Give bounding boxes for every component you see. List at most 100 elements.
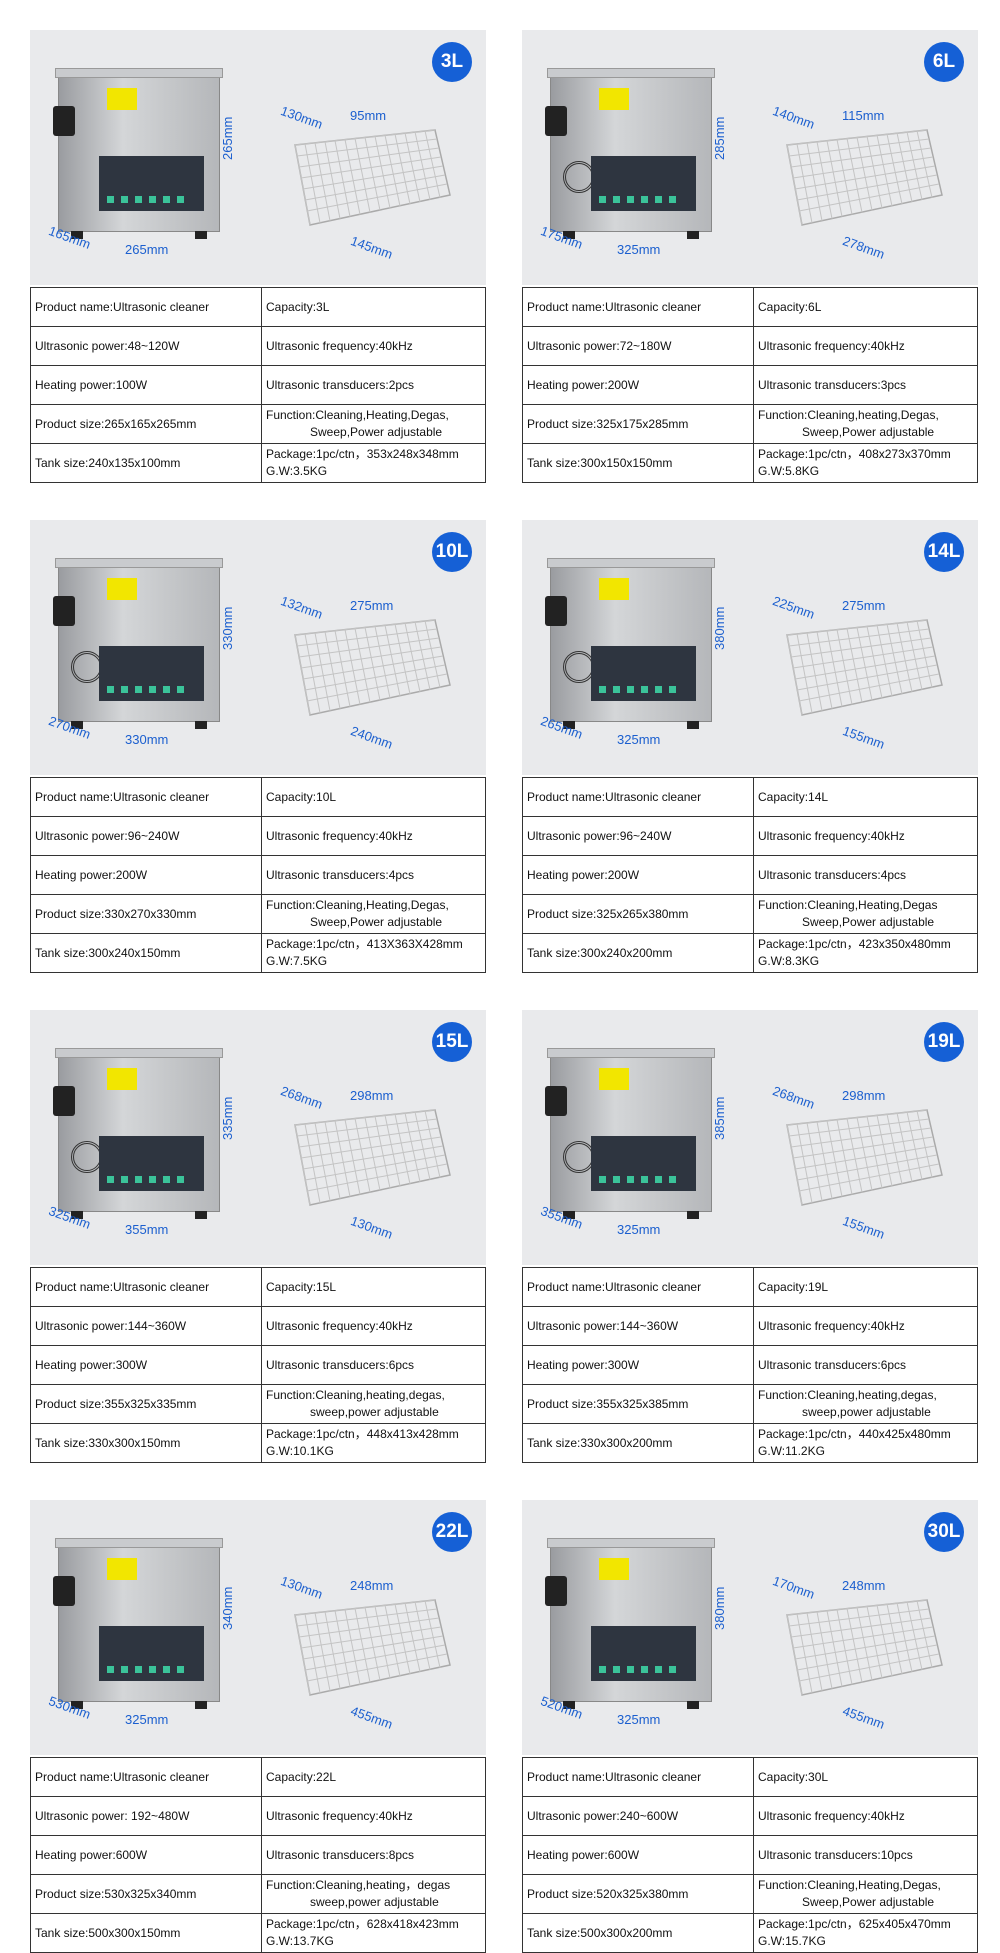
spec-cell: Capacity:6L xyxy=(753,287,978,327)
spec-value: Capacity:22L xyxy=(266,1769,337,1784)
spec-cell: Product size:355x325x385mm xyxy=(522,1384,754,1424)
spec-value-continued: G.W:13.7KG xyxy=(266,1934,334,1948)
spec-cell: Capacity:3L xyxy=(261,287,486,327)
basket-image xyxy=(285,125,455,240)
spec-cell: Capacity:14L xyxy=(753,777,978,817)
spec-value: Package:1pc/ctn，440x425x480mm xyxy=(758,1427,951,1441)
spec-value: Function:Cleaning,Heating,Degas xyxy=(758,898,938,912)
capacity-badge: 10L xyxy=(432,532,472,572)
spec-cell: Product size:330x270x330mm xyxy=(30,894,262,934)
spec-cell: Ultrasonic transducers:4pcs xyxy=(261,855,486,895)
handle xyxy=(53,1086,75,1116)
spec-value: Ultrasonic frequency:40kHz xyxy=(758,1318,905,1333)
dimension-label: 265mm xyxy=(220,116,235,160)
spec-cell: Ultrasonic frequency:40kHz xyxy=(753,1306,978,1346)
capacity-badge: 3L xyxy=(432,42,472,82)
spec-value: Ultrasonic frequency:40kHz xyxy=(266,828,413,843)
warning-label xyxy=(599,88,629,110)
spec-cell: Capacity:15L xyxy=(261,1267,486,1307)
spec-cell: Product size:265x165x265mm xyxy=(30,404,262,444)
spec-value: Function:Cleaning,heating,Degas, xyxy=(758,408,939,422)
handle xyxy=(545,1576,567,1606)
capacity-badge: 6L xyxy=(924,42,964,82)
spec-cell: Heating power:300W xyxy=(522,1345,754,1385)
spec-cell: Product name:Ultrasonic cleaner xyxy=(30,1757,262,1797)
spec-value: Ultrasonic transducers:2pcs xyxy=(266,377,415,392)
spec-cell: Ultrasonic power:144~360W xyxy=(522,1306,754,1346)
spec-value: Ultrasonic transducers:8pcs xyxy=(266,1847,415,1862)
spec-value: Capacity:30L xyxy=(758,1769,829,1784)
spec-value-continued: G.W:15.7KG xyxy=(758,1934,826,1948)
spec-value: Function:Cleaning,Heating,Degas, xyxy=(758,1878,941,1892)
spec-cell: Product size:325x175x285mm xyxy=(522,404,754,444)
warning-label xyxy=(107,1068,137,1090)
spec-cell: Product size:355x325x335mm xyxy=(30,1384,262,1424)
basket-image xyxy=(285,1595,455,1710)
ultrasonic-cleaner-image xyxy=(545,558,715,729)
dimension-label: 325mm xyxy=(617,1222,661,1237)
spec-value-continued: sweep,power adjustable xyxy=(310,1895,439,1909)
spec-value-continued: sweep,power adjustable xyxy=(310,1405,439,1419)
spec-value: Function:Cleaning,heating，degas xyxy=(266,1878,451,1892)
spec-cell: Ultrasonic power:48~120W xyxy=(30,326,262,366)
spec-cell: Tank size:500x300x150mm xyxy=(30,1913,262,1953)
ultrasonic-cleaner-image xyxy=(545,1048,715,1219)
spec-value: Ultrasonic frequency:40kHz xyxy=(758,1808,905,1823)
spec-cell: Ultrasonic transducers:4pcs xyxy=(753,855,978,895)
warning-label xyxy=(599,1068,629,1090)
spec-value: Function:Cleaning,heating,degas, xyxy=(266,1388,445,1402)
spec-row: Product size:355x325x335mm Function:Clean… xyxy=(30,1384,486,1424)
spec-cell: Heating power:200W xyxy=(522,855,754,895)
control-panel xyxy=(591,156,696,211)
spec-value: Function:Cleaning,heating,degas, xyxy=(758,1388,937,1402)
spec-value: Package:1pc/ctn，353x248x348mm xyxy=(266,447,459,461)
warning-label xyxy=(599,578,629,600)
spec-value-continued: Sweep,Power adjustable xyxy=(802,1895,935,1909)
dimension-label: 325mm xyxy=(617,242,661,257)
spec-cell: Tank size:330x300x200mm xyxy=(522,1423,754,1463)
spec-value: Capacity:14L xyxy=(758,789,829,804)
dimension-label: 298mm xyxy=(842,1088,886,1103)
spec-value: Capacity:19L xyxy=(758,1279,829,1294)
spec-cell: Ultrasonic frequency:40kHz xyxy=(261,1796,486,1836)
spec-cell: Heating power:600W xyxy=(522,1835,754,1875)
spec-value-continued: Sweep,Power adjustable xyxy=(310,425,443,439)
spec-value: Ultrasonic frequency:40kHz xyxy=(266,1318,413,1333)
spec-cell: Product size:325x265x380mm xyxy=(522,894,754,934)
handle xyxy=(53,596,75,626)
ultrasonic-cleaner-image xyxy=(545,68,715,239)
dimension-label: 385mm xyxy=(712,1096,727,1140)
spec-cell: Function:Cleaning,heating,degas,sweep,po… xyxy=(753,1384,978,1424)
spec-cell: Tank size:300x240x200mm xyxy=(522,933,754,973)
spec-cell: Heating power:300W xyxy=(30,1345,262,1385)
spec-table: Product name:Ultrasonic cleaner Capacity:… xyxy=(30,1757,486,1953)
spec-cell: Ultrasonic power:240~600W xyxy=(522,1796,754,1836)
spec-value-continued: G.W:7.5KG xyxy=(266,954,328,968)
dimension-label: 275mm xyxy=(842,598,886,613)
spec-value: Ultrasonic transducers:4pcs xyxy=(758,867,907,882)
